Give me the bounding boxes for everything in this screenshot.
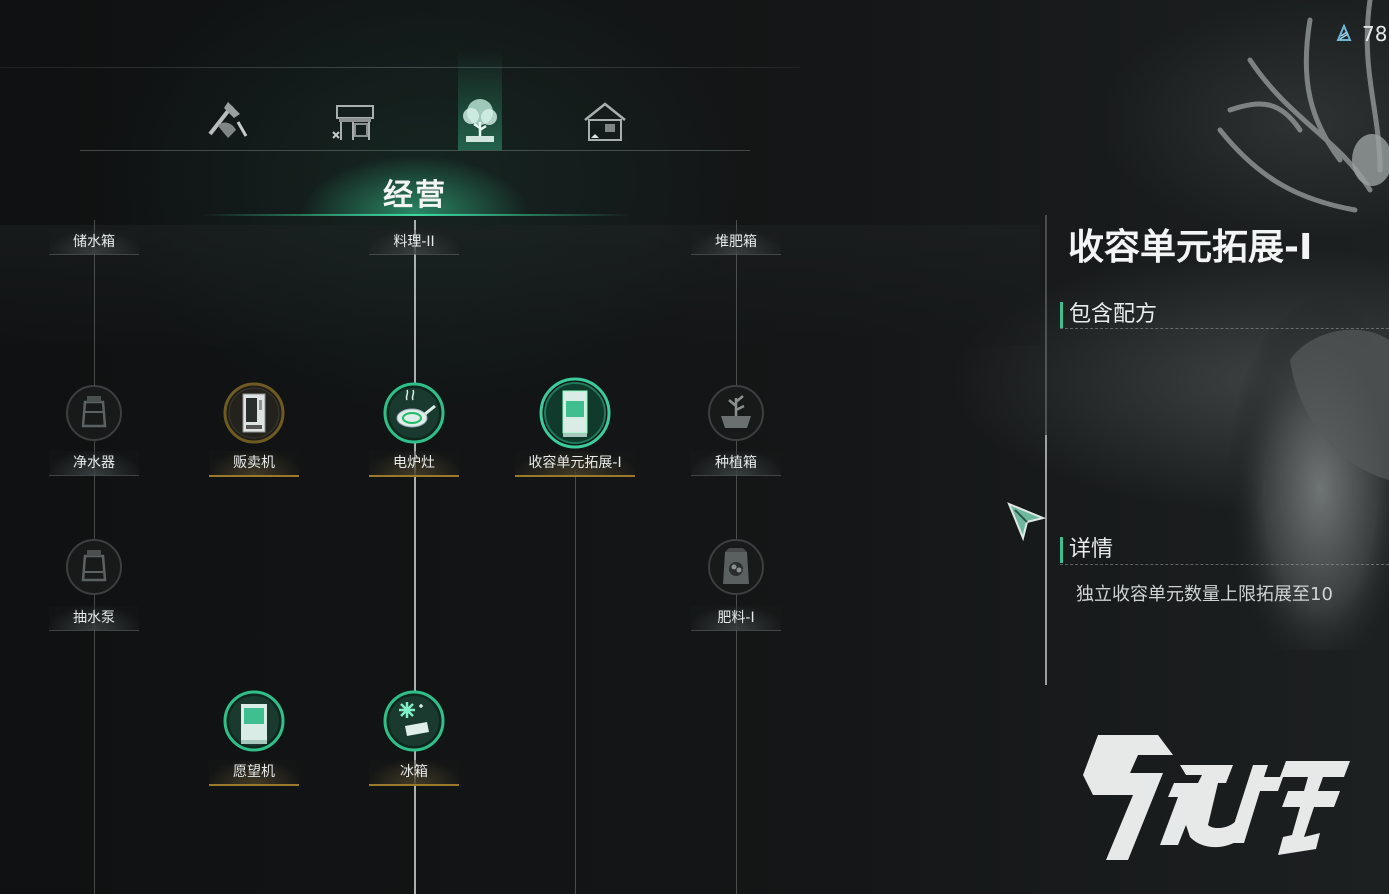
vending-machine-icon <box>223 382 285 444</box>
node-label-water-tank[interactable]: 储水箱 <box>49 230 139 255</box>
node-electric-stove[interactable] <box>379 378 449 448</box>
node-label-compost-box[interactable]: 堆肥箱 <box>691 230 781 255</box>
watermark-logo <box>1068 725 1358 865</box>
tools-icon <box>208 102 248 138</box>
house-icon <box>584 102 626 141</box>
node-water-pump[interactable] <box>59 532 129 602</box>
panel-divider <box>1045 215 1047 685</box>
workbench-icon <box>332 105 374 140</box>
details-heading: 详情 <box>1060 537 1113 563</box>
plant-pot-icon <box>708 385 764 441</box>
node-label-containment-expand[interactable]: 收容单元拓展-I <box>515 451 635 477</box>
jiuyou-logo-icon <box>1083 735 1350 860</box>
fridge-icon <box>383 690 445 752</box>
details-divider <box>1060 564 1389 565</box>
node-label-water-pump[interactable]: 抽水泵 <box>49 606 139 631</box>
node-label-vending-machine[interactable]: 贩卖机 <box>209 451 299 477</box>
tab-house[interactable] <box>575 90 635 150</box>
node-fertilizer[interactable] <box>701 532 771 602</box>
node-wish-machine[interactable] <box>219 686 289 756</box>
connector-line <box>414 220 416 894</box>
tab-crafting[interactable] <box>196 90 256 150</box>
section-title: 经营 <box>383 178 447 213</box>
water-purifier-icon <box>66 385 122 441</box>
recipes-divider <box>1060 328 1389 329</box>
pointer-cursor-icon <box>1007 502 1047 542</box>
tab-workbench[interactable] <box>325 90 385 150</box>
recipes-heading: 包含配方 <box>1060 302 1157 328</box>
node-water-purifier[interactable] <box>59 378 129 448</box>
currency-display: 78 <box>1332 22 1387 46</box>
tab-operation[interactable] <box>450 50 510 150</box>
connector-line <box>575 470 576 894</box>
node-label-wish-machine[interactable]: 愿望机 <box>209 760 299 786</box>
section-glow <box>300 155 530 215</box>
node-label-fertilizer[interactable]: 肥料-I <box>691 606 781 631</box>
node-label-electric-stove[interactable]: 电炉灶 <box>369 451 459 477</box>
node-label-fridge[interactable]: 冰箱 <box>369 760 459 786</box>
wish-machine-icon <box>223 690 285 752</box>
water-pump-icon <box>66 539 122 595</box>
creature-artwork <box>1217 0 1389 650</box>
tier-band <box>0 225 1040 345</box>
node-vending-machine[interactable] <box>219 378 289 448</box>
crystal-icon <box>1336 23 1352 41</box>
details-text: 独立收容单元数量上限拓展至10 <box>1076 584 1333 605</box>
node-planting-box[interactable] <box>701 378 771 448</box>
containment-unit-icon <box>539 377 611 449</box>
tree-icon <box>463 99 497 142</box>
fertilizer-bag-icon <box>708 539 764 595</box>
node-containment-expand[interactable] <box>537 375 613 451</box>
node-fridge[interactable] <box>379 686 449 756</box>
tab-divider <box>80 150 750 151</box>
section-underline <box>200 214 630 216</box>
node-label-cooking-2[interactable]: 料理-II <box>369 230 459 255</box>
panel-title: 收容单元拓展-Ⅰ <box>1068 227 1313 268</box>
currency-value: 78 <box>1362 22 1388 46</box>
header-divider <box>0 67 800 68</box>
node-label-planting-box[interactable]: 种植箱 <box>691 451 781 476</box>
node-label-water-purifier[interactable]: 净水器 <box>49 451 139 476</box>
frying-pan-icon <box>383 382 445 444</box>
